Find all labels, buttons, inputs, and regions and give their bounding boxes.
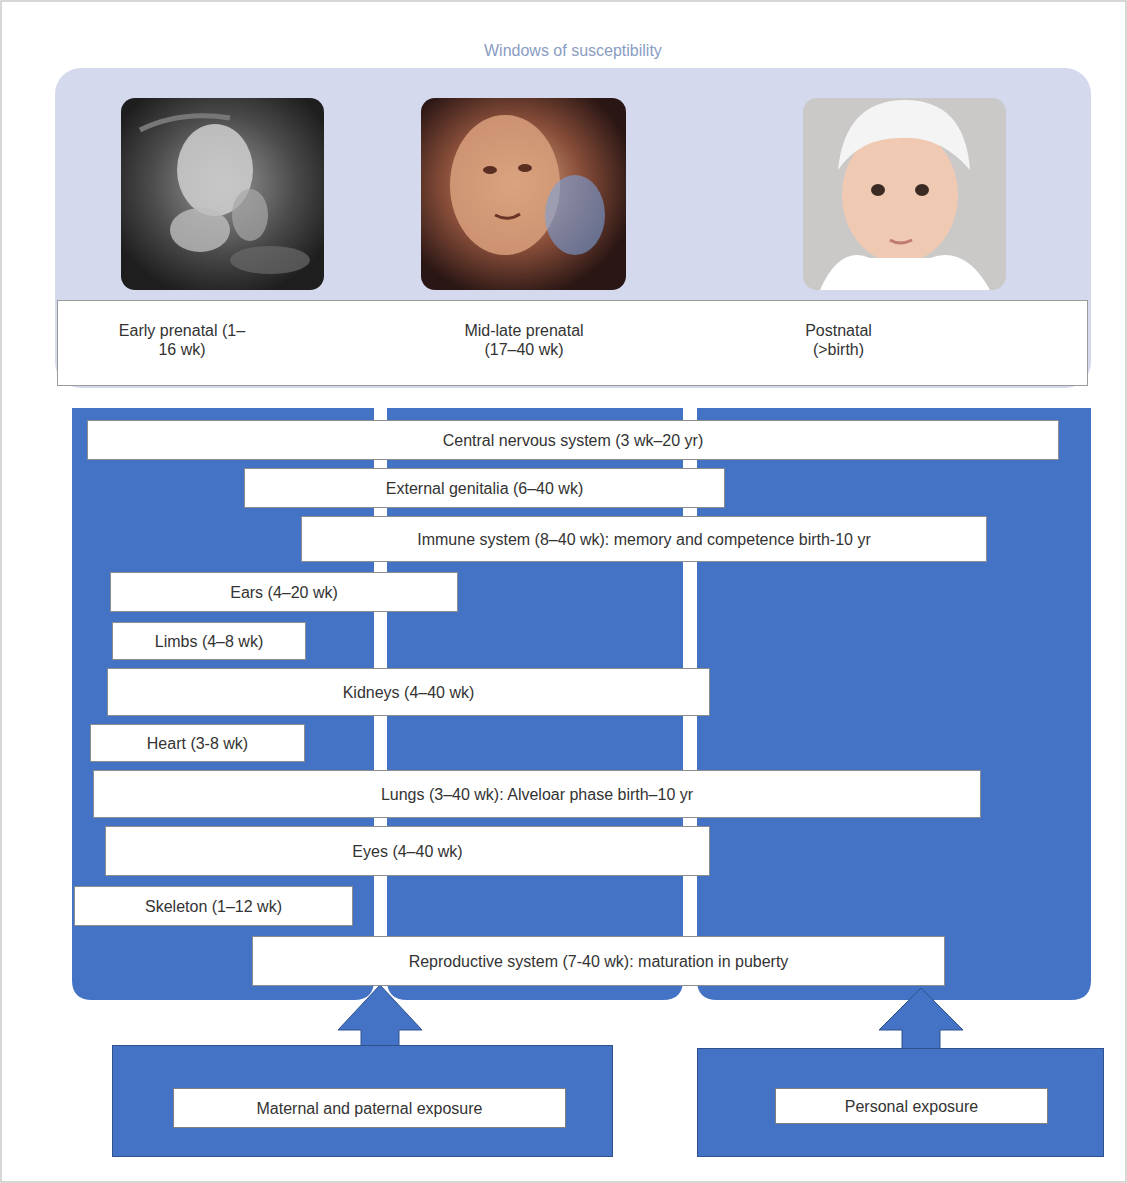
bar-label: Limbs (4–8 wk) (155, 632, 263, 651)
period-label: Early prenatal (1–16 wk) (117, 321, 247, 359)
timeline-bar: External genitalia (6–40 wk) (244, 468, 725, 508)
bar-label: Ears (4–20 wk) (230, 583, 338, 602)
exposure-label-box: Personal exposure (775, 1088, 1048, 1124)
up-arrow (338, 985, 422, 1046)
bar-label: External genitalia (6–40 wk) (386, 479, 583, 498)
period-strip: Early prenatal (1–16 wk) Mid-late prenata… (57, 300, 1088, 386)
ultrasound-early (121, 98, 324, 290)
diagram-title: Windows of susceptibility (484, 42, 662, 60)
exposure-label: Maternal and paternal exposure (257, 1099, 483, 1118)
timeline-column (697, 408, 1091, 1000)
timeline-bar: Skeleton (1–12 wk) (74, 886, 353, 926)
newborn-photo (803, 98, 1006, 290)
up-arrow (879, 988, 963, 1049)
period-panel (55, 68, 1091, 388)
timeline-bar: Central nervous system (3 wk–20 yr) (87, 420, 1059, 460)
bar-label: Immune system (8–40 wk): memory and comp… (417, 530, 871, 549)
period-label: Postnatal (>birth) (791, 321, 886, 359)
timeline-bar: Heart (3-8 wk) (90, 724, 305, 762)
exposure-box: Personal exposure (697, 1048, 1104, 1157)
exposure-label-box: Maternal and paternal exposure (173, 1088, 566, 1128)
bar-label: Central nervous system (3 wk–20 yr) (443, 431, 704, 450)
bar-label: Skeleton (1–12 wk) (145, 897, 282, 916)
bar-label: Eyes (4–40 wk) (352, 842, 462, 861)
exposure-label: Personal exposure (845, 1097, 978, 1116)
bar-label: Lungs (3–40 wk): Alveloar phase birth–10… (381, 785, 693, 804)
exposure-box: Maternal and paternal exposure (112, 1045, 613, 1157)
timeline-bar: Kidneys (4–40 wk) (107, 668, 710, 716)
timeline-bar: Ears (4–20 wk) (110, 572, 458, 612)
timeline-bar: Eyes (4–40 wk) (105, 826, 710, 876)
period-label: Mid-late prenatal (17–40 wk) (450, 321, 598, 359)
bar-label: Reproductive system (7-40 wk): maturatio… (409, 952, 789, 971)
timeline-bar: Limbs (4–8 wk) (112, 622, 306, 660)
bar-label: Kidneys (4–40 wk) (343, 683, 475, 702)
timeline-bar: Immune system (8–40 wk): memory and comp… (301, 516, 987, 562)
ultrasound-3d (421, 98, 626, 290)
timeline-bar: Reproductive system (7-40 wk): maturatio… (252, 936, 945, 986)
bar-label: Heart (3-8 wk) (147, 734, 248, 753)
timeline-bar: Lungs (3–40 wk): Alveloar phase birth–10… (93, 770, 981, 818)
